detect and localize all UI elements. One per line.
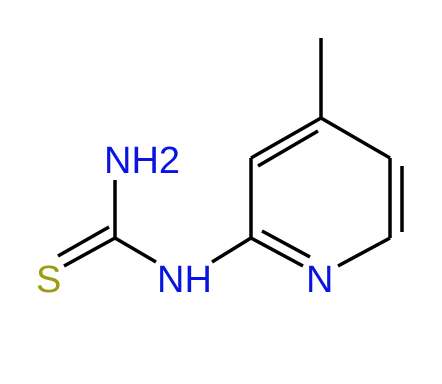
atom-label-nh: NH: [157, 259, 212, 301]
atom-label-s: S: [36, 259, 61, 301]
bond-c4-c3: [250, 116, 322, 160]
atom-labels: NH2 S NH N: [36, 140, 333, 301]
bond-c2-nh: [211, 236, 252, 264]
bond-c4-c3-inner: [257, 129, 319, 168]
bond-nh-c: [114, 236, 157, 264]
bonds: [57, 38, 404, 268]
atom-label-n-ring: N: [306, 259, 333, 301]
bond-c2-n1-inner: [261, 229, 311, 259]
bond-c2-n1: [250, 236, 304, 268]
atom-label-nh2: NH2: [104, 140, 180, 182]
bond-c-s-inner: [57, 225, 110, 258]
bond-c-s: [63, 236, 116, 268]
bond-c4-c5: [320, 116, 391, 160]
bond-c6-n1: [337, 236, 391, 268]
